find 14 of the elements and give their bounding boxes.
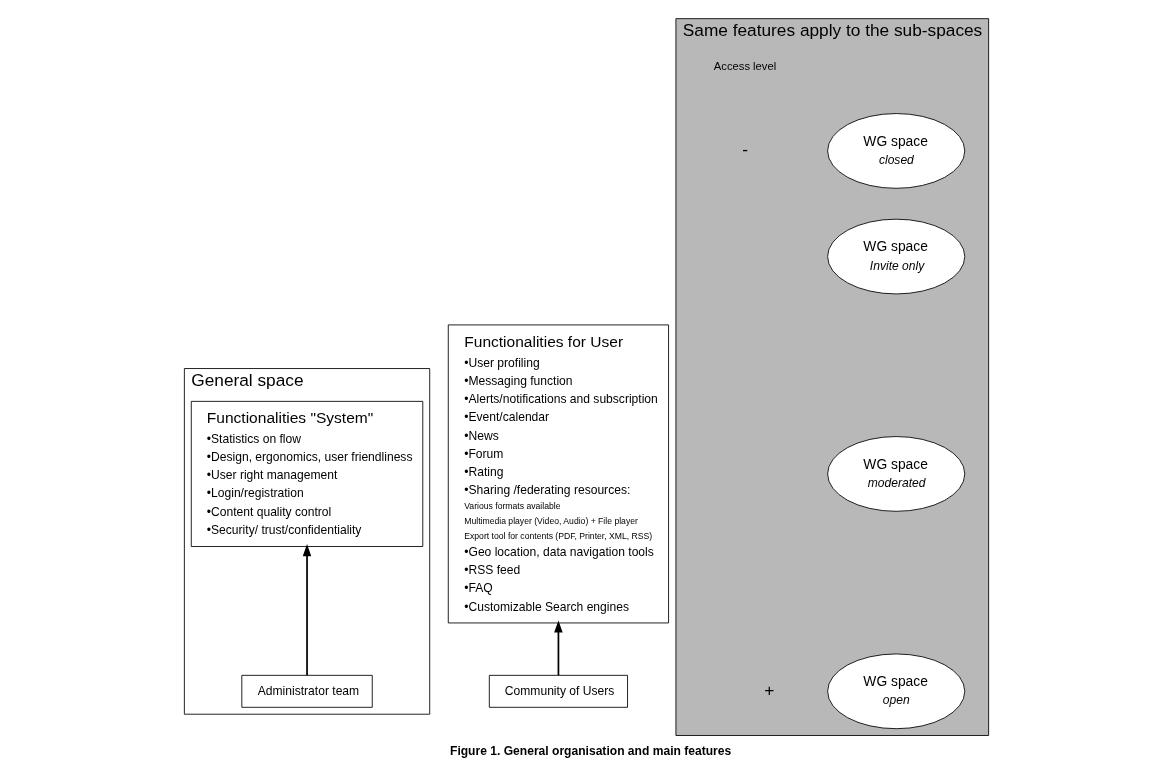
label: +: [763, 679, 774, 700]
node-box: Functionalities "System" •Statistics on flow •Design, ergonomics, user friendliness •User right management •Login/registration •Content quality control •Security/ trust/confidentiality: [190, 400, 423, 547]
node-ellipse: WG space Invite only: [826, 218, 965, 295]
caption: Figure 1. General organisation and main features: [449, 743, 731, 758]
label: -: [741, 139, 748, 160]
arrow: [553, 620, 563, 677]
node-box: Functionalities for User •User profiling •Messaging function •Alerts/notifications and subscription •Event/calendar •News •Forum •Rating •Sharing /federating resources: Various formats available Multimedia player (Video, Audio) + File player Export tool for contents (PDF, Printer, XML, RSS) •Geo location, data navigation tools •RSS feed •FAQ •Customizable Search engines: [447, 324, 669, 624]
node-box: Community of Users: [488, 674, 628, 708]
node-ellipse: WG space open: [826, 653, 965, 730]
label: Access level: [713, 59, 776, 72]
node-ellipse: WG space moderated: [826, 436, 965, 512]
arrow: [302, 544, 311, 677]
node-ellipse: WG space closed: [826, 113, 965, 189]
node-box: Administrator team: [240, 674, 373, 708]
